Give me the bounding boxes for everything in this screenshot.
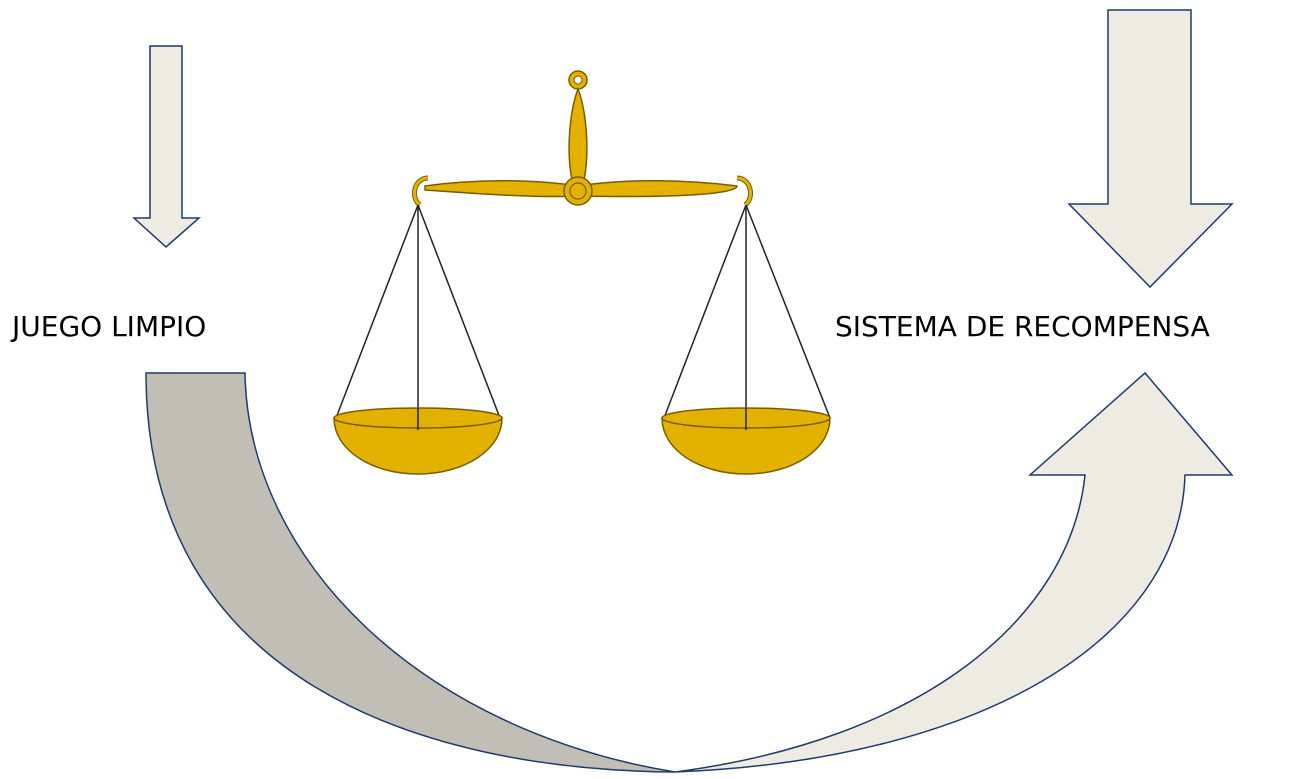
- arrow-down-small-icon: [134, 46, 199, 247]
- balance-scale-icon: [334, 71, 830, 474]
- label-sistema-de-recompensa: SISTEMA DE RECOMPENSA: [835, 313, 1210, 341]
- label-juego-limpio: JUEGO LIMPIO: [12, 313, 206, 341]
- arrow-down-large-icon: [1069, 10, 1232, 287]
